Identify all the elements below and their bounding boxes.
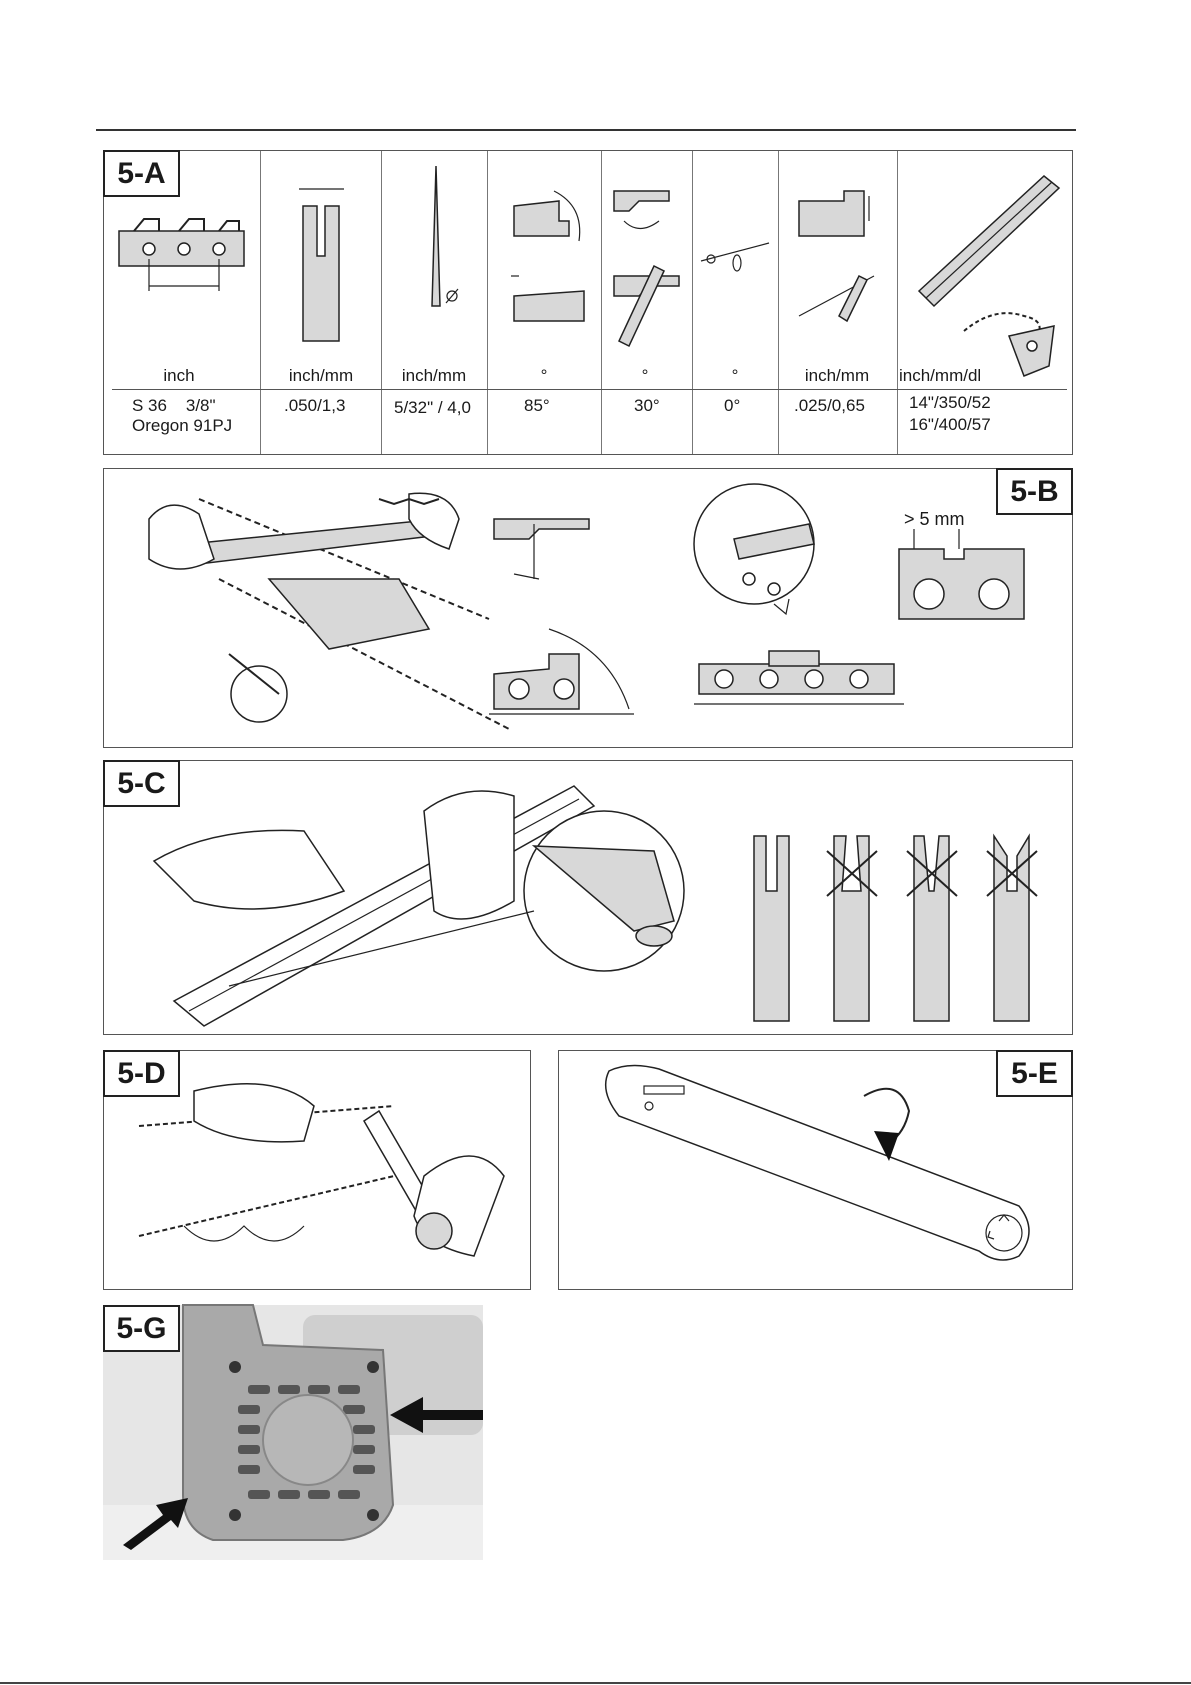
panel-5g-ventilation-photo: 5-G: [103, 1305, 483, 1560]
column-divider: [692, 151, 693, 454]
header-gauge: inch/mm: [266, 366, 376, 386]
column-divider: [260, 151, 261, 454]
depth-gauge-cutter-icon: [894, 529, 1044, 629]
cutter-angle-icon: [489, 509, 639, 719]
round-file-icon: [424, 166, 464, 336]
value-depth-gauge: .025/0,65: [794, 396, 865, 416]
panel-5d-sprocket-lubrication: 5-D: [103, 1050, 531, 1290]
panel-label: 5-G: [103, 1305, 180, 1352]
clearance-annotation: > 5 mm: [904, 509, 965, 530]
value-bar-length-line1: 14"/350/52: [909, 393, 991, 413]
value-pitch-line2: Oregon 91PJ: [132, 416, 232, 436]
panel-5b-sharpening: 5-B > 5 mm: [103, 468, 1073, 748]
arrow-icon: [388, 1395, 483, 1435]
panel-5c-bar-groove: 5-C: [103, 760, 1073, 1035]
groove-gauge-icon: [299, 181, 349, 351]
file-holder-icon: [699, 231, 774, 281]
column-divider: [897, 151, 898, 454]
value-filing-angle: 30°: [634, 396, 660, 416]
value-file-size: 5/32" / 4,0: [394, 398, 471, 418]
depth-gauge-icon: [789, 176, 889, 326]
header-depth-gauge: inch/mm: [782, 366, 892, 386]
bar-and-chain-icon: [904, 166, 1069, 376]
value-gauge: .050/1,3: [284, 396, 345, 416]
column-divider: [487, 151, 488, 454]
arrow-icon: [118, 1490, 193, 1550]
value-pitch-line1: S 36 3/8": [132, 396, 216, 416]
panel-label: 5-B: [996, 468, 1073, 515]
header-file-size: inch/mm: [379, 366, 489, 386]
column-divider: [778, 151, 779, 454]
column-divider: [601, 151, 602, 454]
panel-5e-bar-flip: 5-E: [558, 1050, 1073, 1290]
chain-icon: [114, 211, 254, 301]
header-pitch: inch: [124, 366, 234, 386]
footer-rule: [0, 1682, 1191, 1684]
column-divider: [381, 151, 382, 454]
value-top-plate-angle: 85°: [524, 396, 550, 416]
panel-5a-spec-table: 5-A: [103, 150, 1073, 455]
header-bar-length: inch/mm/dl: [899, 366, 1019, 386]
header-rule: [96, 129, 1076, 131]
hands-deburring-bar-icon: [134, 771, 694, 1031]
panel-label: 5-A: [103, 150, 180, 197]
motor-housing-icon: [163, 1305, 403, 1555]
value-bar-length-line2: 16"/400/57: [909, 415, 991, 435]
cutter-angle-icon: [509, 176, 594, 326]
grease-gun-on-chain-icon: [134, 1066, 524, 1286]
header-row-divider: [112, 389, 1067, 390]
file-angle-icon: [609, 186, 689, 346]
value-file-holder-angle: 0°: [724, 396, 740, 416]
groove-wear-comparison-icon: [749, 831, 1049, 1031]
guide-bar-rotation-icon: [599, 1061, 1029, 1281]
header-file-holder-angle: °: [680, 366, 790, 386]
header-top-plate-angle: °: [489, 366, 599, 386]
